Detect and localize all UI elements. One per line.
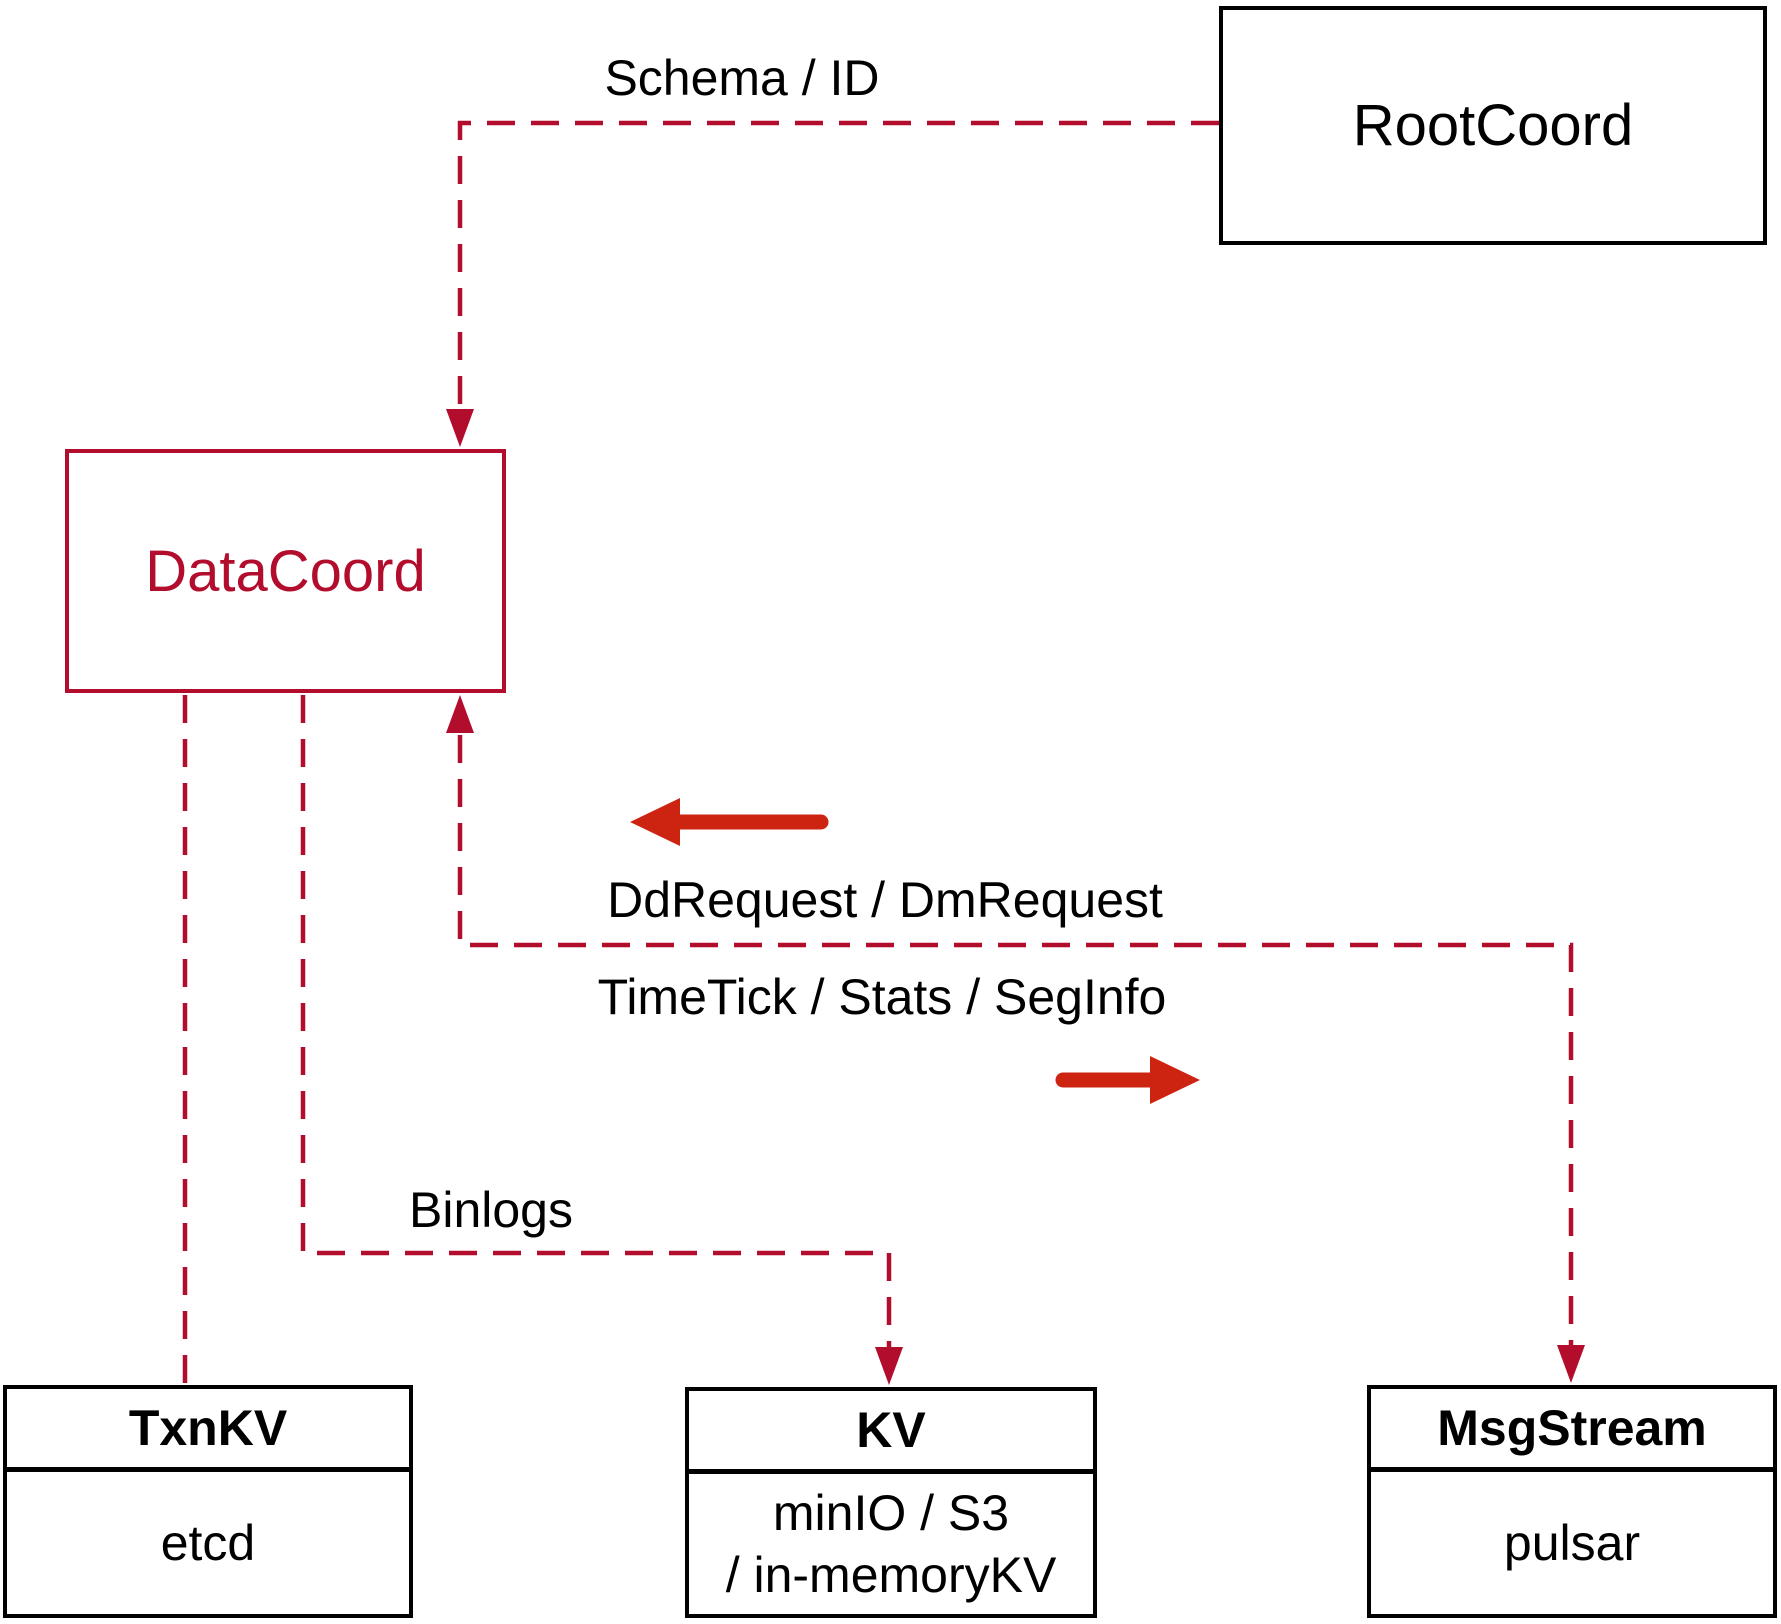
kv-body-line2: / in-memoryKV: [725, 1547, 1057, 1603]
msgstream-node: MsgStream pulsar: [1367, 1385, 1777, 1618]
ddrequest-dmrequest-edge-label: DdRequest / DmRequest: [607, 872, 1163, 928]
rootcoord-node: RootCoord: [1219, 6, 1767, 245]
msgstream-title: MsgStream: [1371, 1389, 1773, 1472]
rootcoord-label: RootCoord: [1352, 93, 1634, 158]
schema-id-arrowhead-down-icon: [446, 409, 474, 447]
msgstream-datacoord-arrowhead-down-icon: [1557, 1345, 1585, 1383]
kv-body: minIO / S3 / in-memoryKV: [689, 1474, 1093, 1614]
timetick-stats-seginfo-edge-label: TimeTick / Stats / SegInfo: [597, 969, 1167, 1025]
binlogs-edge-label: Binlogs: [409, 1182, 573, 1238]
flow-left-arrow-icon: [630, 798, 829, 846]
schema-id-edge-label: Schema / ID: [604, 50, 880, 106]
msgstream-datacoord-connector: [457, 735, 1574, 1345]
binlogs-arrowhead-down-icon: [875, 1347, 903, 1385]
msgstream-body: pulsar: [1503, 1515, 1641, 1571]
kv-title: KV: [689, 1391, 1093, 1474]
kv-body-line1: minIO / S3: [772, 1485, 1010, 1541]
txnkv-title: TxnKV: [7, 1389, 409, 1472]
binlogs-connector: [300, 695, 892, 1347]
kv-node: KV minIO / S3 / in-memoryKV: [685, 1387, 1097, 1618]
schema-id-connector: [457, 120, 1219, 409]
txnkv-body: etcd: [160, 1515, 256, 1571]
txnkv-node: TxnKV etcd: [3, 1385, 413, 1618]
flow-right-arrow-icon: [1055, 1056, 1200, 1104]
datacoord-label: DataCoord: [145, 538, 426, 604]
datacoord-node: DataCoord: [65, 449, 506, 693]
msgstream-datacoord-arrowhead-up-icon: [446, 695, 474, 733]
